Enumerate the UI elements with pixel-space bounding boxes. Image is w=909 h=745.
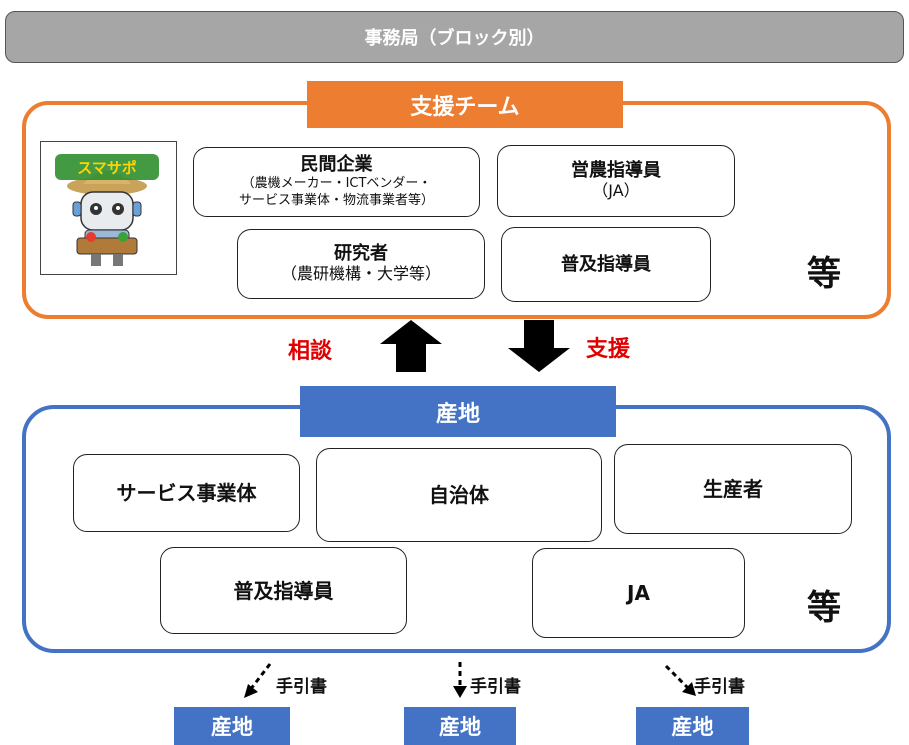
- production-etc-label: 等: [807, 588, 841, 628]
- small-production-area-2-label: 産地: [439, 715, 481, 739]
- secretariat-bar: 事務局（ブロック別）: [5, 11, 904, 63]
- ja-label: JA: [627, 581, 650, 605]
- ja-box: JA: [532, 548, 745, 638]
- production-area-title-text: 産地: [435, 401, 480, 427]
- small-production-area-3-label: 産地: [671, 715, 714, 739]
- agri-advisors-label: 営農指導員: [571, 159, 661, 181]
- researchers-label: 研究者: [334, 242, 388, 264]
- agri-advisors-detail: （JA）: [592, 181, 640, 201]
- mascot-image: スマサポ: [40, 141, 177, 275]
- up-arrow-icon: [380, 320, 442, 372]
- small-production-area-2: 産地: [404, 707, 516, 745]
- production-area-title: 産地: [300, 386, 616, 437]
- small-production-area-3: 産地: [636, 707, 749, 745]
- consult-label: 相談: [288, 339, 333, 364]
- support-team-title-text: 支援チーム: [410, 94, 520, 120]
- dashed-arrow-left-icon: [244, 663, 272, 698]
- dashed-arrow-right-icon: [664, 664, 696, 696]
- prod-extension-advisors-label: 普及指導員: [233, 578, 334, 603]
- agri-advisors-box: 営農指導員 （JA）: [497, 145, 735, 217]
- researchers-detail: （農研機構・大学等）: [280, 264, 441, 284]
- support-label: 支援: [586, 337, 631, 362]
- service-providers-box: サービス事業体: [73, 454, 300, 532]
- private-companies-label: 民間企業: [300, 154, 373, 176]
- private-companies-box: 民間企業 （農機メーカー・ICTベンダー・ サービス事業体・物流事業者等）: [193, 147, 480, 217]
- small-production-area-1: 産地: [174, 707, 290, 745]
- private-companies-detail: （農機メーカー・ICTベンダー・ サービス事業体・物流事業者等）: [238, 175, 434, 208]
- manual-label-3: 手引書: [694, 677, 745, 697]
- extension-advisors-label: 普及指導員: [561, 253, 651, 275]
- producers-box: 生産者: [614, 444, 852, 534]
- mascot-illustration: スマサポ: [55, 154, 159, 266]
- mascot-logo-text: スマサポ: [77, 159, 137, 177]
- small-production-area-1-label: 産地: [211, 715, 253, 739]
- secretariat-label: 事務局（ブロック別）: [364, 28, 545, 49]
- prod-extension-advisors-box: 普及指導員: [160, 547, 407, 634]
- extension-advisors-box: 普及指導員: [501, 227, 711, 302]
- support-team-title: 支援チーム: [307, 81, 623, 128]
- service-providers-label: サービス事業体: [116, 481, 257, 505]
- local-government-label: 自治体: [429, 483, 489, 507]
- manual-label-2: 手引書: [470, 677, 521, 697]
- support-etc-label: 等: [807, 254, 841, 294]
- local-government-box: 自治体: [316, 448, 602, 542]
- researchers-box: 研究者 （農研機構・大学等）: [237, 229, 485, 299]
- down-arrow-icon: [508, 320, 570, 372]
- manual-label-1: 手引書: [276, 677, 327, 697]
- producers-label: 生産者: [703, 477, 763, 501]
- dashed-arrow-down-icon: [453, 662, 467, 698]
